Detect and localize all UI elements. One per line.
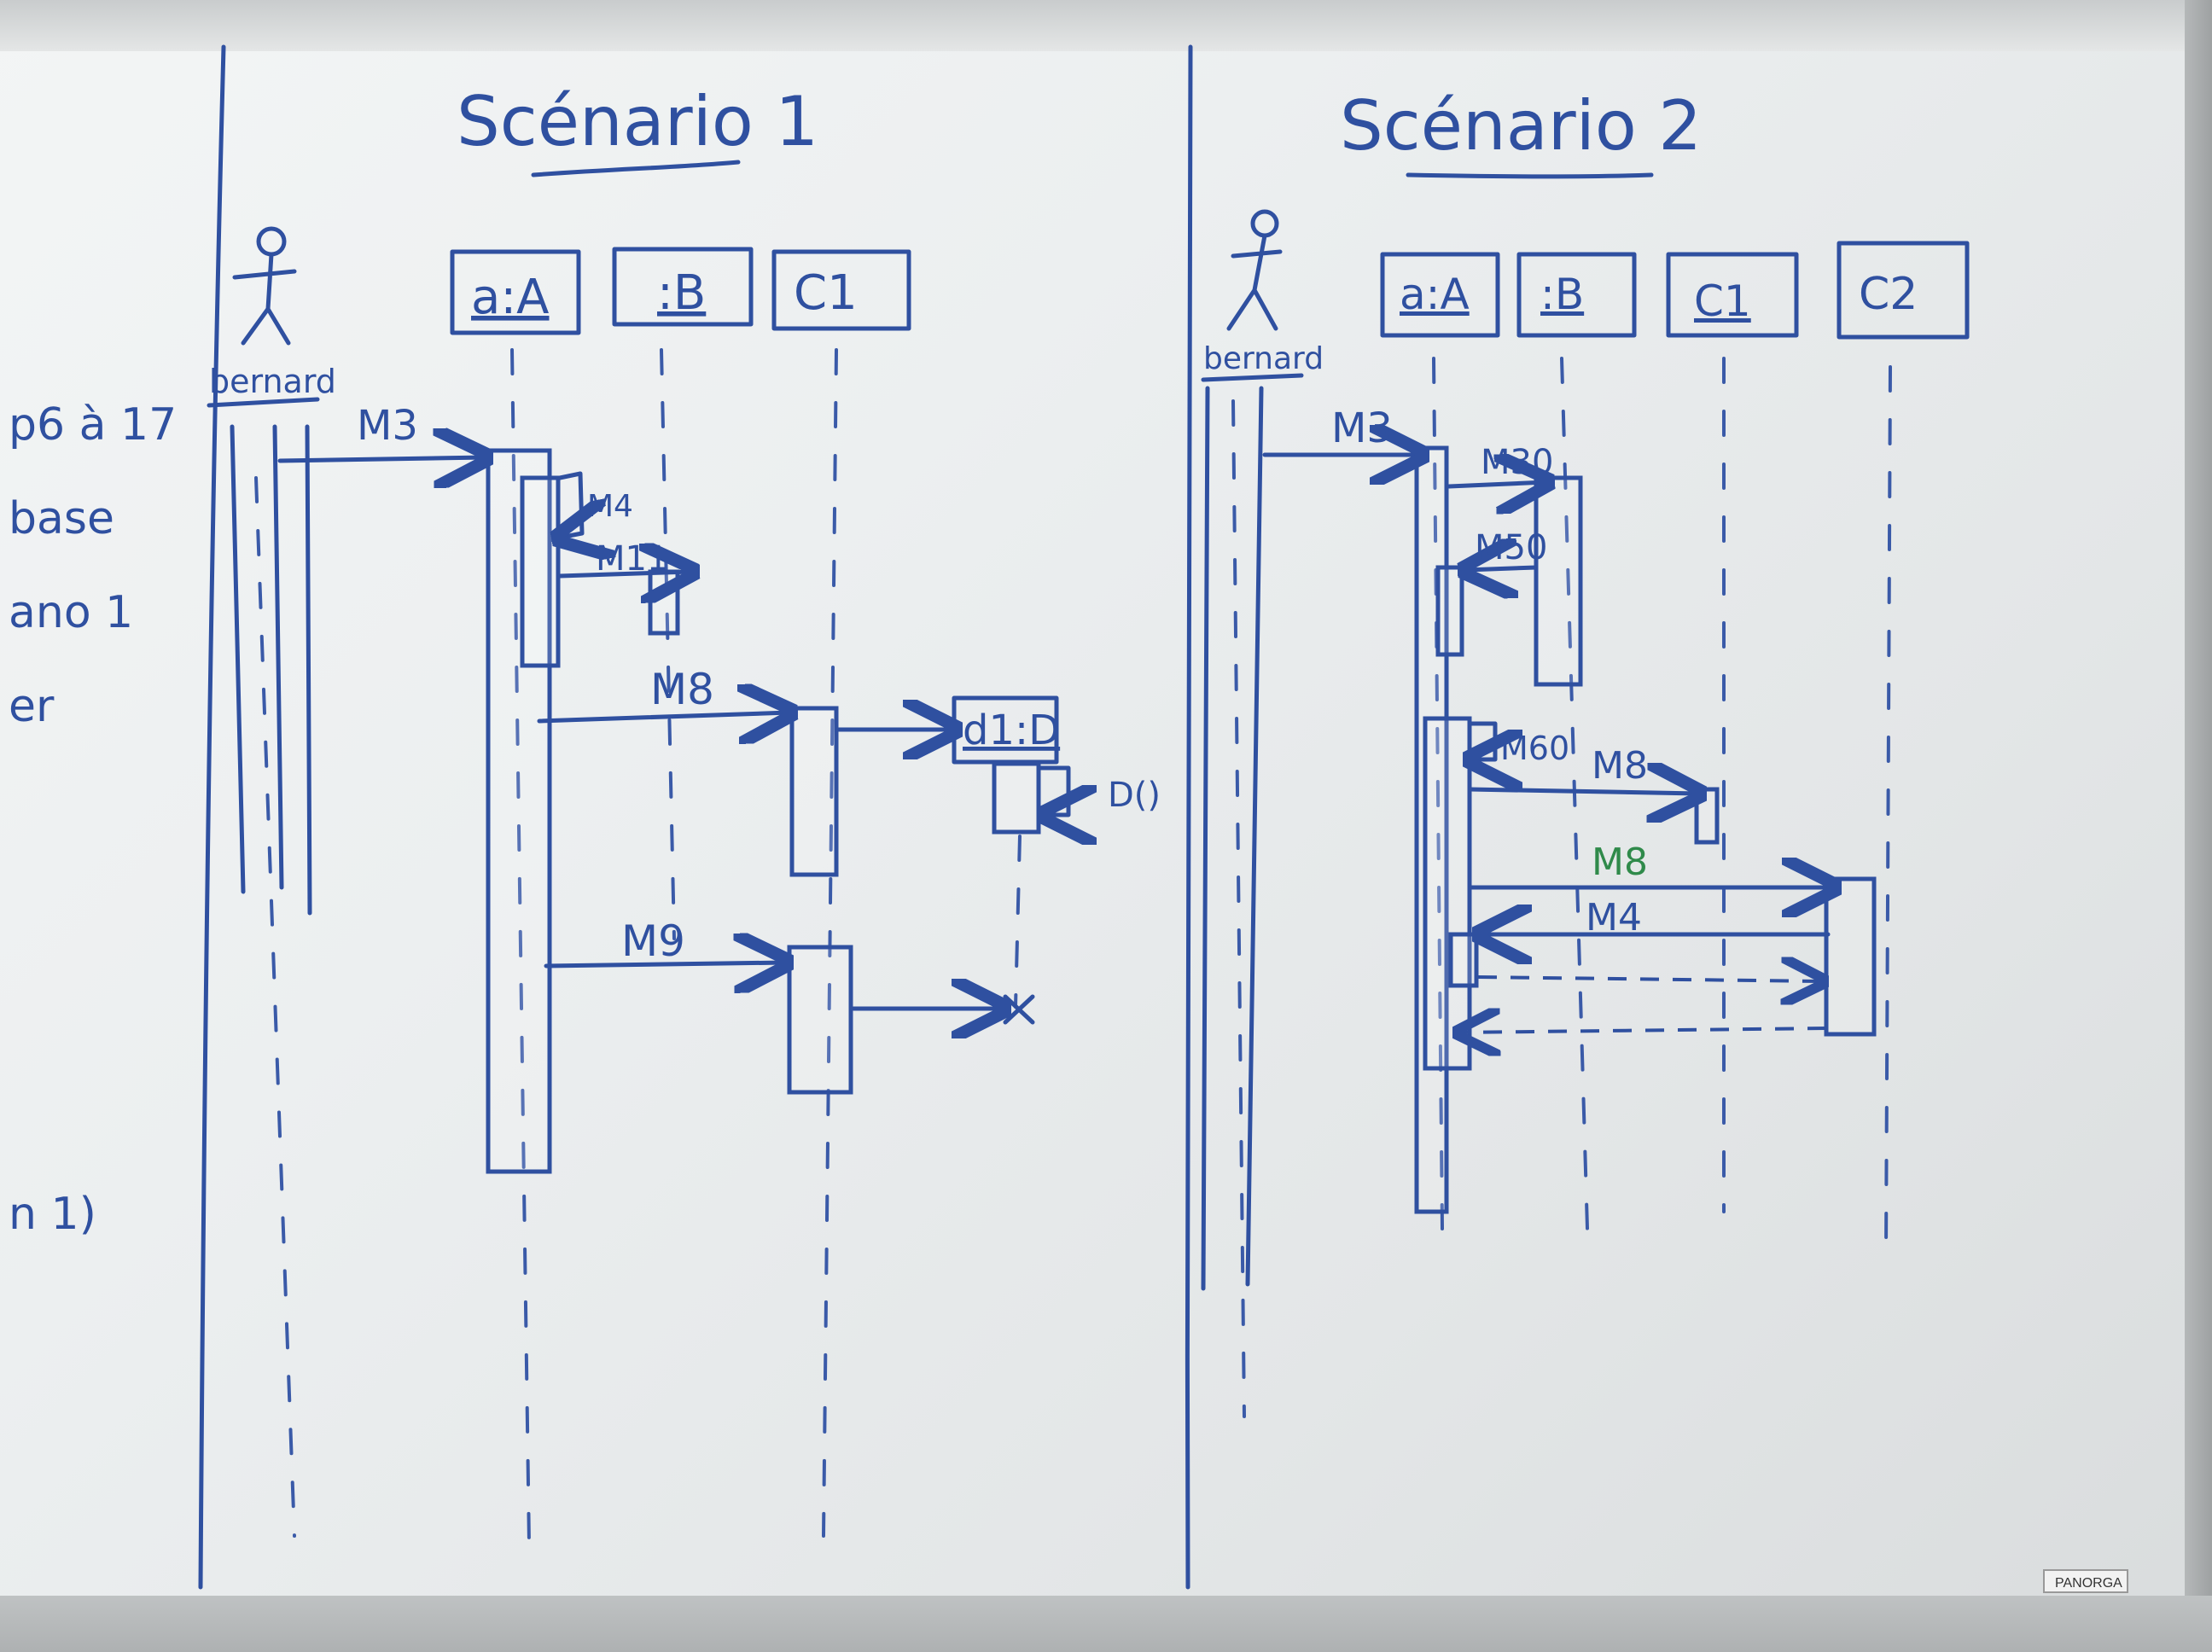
scenario2-actor-icon — [1226, 209, 1283, 331]
scenario2-return-1 — [1477, 977, 1822, 981]
svg-text:M8: M8 — [1592, 744, 1648, 788]
scenario2-actor-label: bernard — [1203, 341, 1324, 376]
scenario2-message-M60 — [1470, 721, 1495, 759]
svg-text:M4: M4 — [1586, 896, 1642, 939]
left-note-2: base — [9, 493, 114, 544]
scenario2-object-C2: C2 — [1859, 269, 1918, 320]
scenario1-message-M4 — [560, 471, 582, 538]
left-note-3: ano 1 — [9, 587, 133, 638]
scenario2-message-M30 — [1447, 482, 1546, 486]
scenario1-object-C1: C1 — [794, 265, 858, 321]
scenario1-message-M3 — [277, 457, 485, 461]
svg-text:M4: M4 — [587, 489, 633, 524]
scenario1-actor-activation — [230, 424, 312, 916]
whiteboard-right-frame — [2185, 0, 2212, 1652]
scenario1-title: Scénario 1 — [457, 82, 818, 161]
whiteboard-top-frame — [0, 0, 2212, 51]
scenario1-note-D: D() — [1108, 776, 1161, 815]
scenario1-diagram: Scénario 1 bernard a:A :B C1 M3 M4 — [207, 82, 1161, 1546]
scenario2-title-underline — [1406, 172, 1654, 179]
svg-text:M8: M8 — [650, 665, 714, 714]
scenario1-message-M9 — [544, 963, 785, 966]
scenario1-object-B: :B — [657, 265, 706, 321]
scenario2-object-aA: a:A — [1400, 270, 1470, 319]
svg-text:M11: M11 — [596, 539, 668, 579]
scenario1-object-d1D: d1:D — [963, 707, 1060, 754]
scenario1-actor-icon — [232, 226, 297, 346]
scenario2-object-C1: C1 — [1694, 276, 1751, 326]
left-note-1: p6 à 17 — [9, 399, 177, 451]
center-divider-line — [1185, 44, 1193, 1590]
left-note-4: er — [9, 681, 55, 732]
scenario2-diagram: Scénario 2 bernard a:A :B C1 C2 — [1201, 86, 1970, 1418]
svg-text:M60: M60 — [1500, 730, 1569, 767]
svg-text:M30: M30 — [1481, 443, 1553, 482]
scenario1-message-M8 — [537, 713, 789, 721]
svg-text:M50: M50 — [1475, 528, 1547, 567]
whiteboard-marker-tray — [0, 1596, 2212, 1652]
scenario2-message-M8 — [1467, 789, 1698, 794]
scenario1-message-M11 — [557, 572, 691, 576]
scenario1-object-aA: a:A — [471, 270, 550, 325]
left-note-5: n 1) — [9, 1189, 96, 1240]
scenario2-return-2 — [1459, 1028, 1827, 1032]
scenario1-title-underline — [531, 160, 741, 177]
svg-text:M9: M9 — [621, 916, 685, 966]
scenario1-actor-label: bernard — [209, 363, 336, 400]
scenario2-message-M50 — [1466, 567, 1539, 570]
board-brand-label: PANORGA — [2055, 1576, 2122, 1591]
left-divider-line — [198, 44, 226, 1590]
scenario1-destroy-icon — [1003, 994, 1035, 1025]
scenario2-title: Scénario 2 — [1340, 86, 1702, 166]
svg-text:M3: M3 — [357, 402, 418, 450]
scenario2-object-B: :B — [1540, 270, 1584, 319]
scenario2-actor-activation — [1201, 386, 1264, 1291]
svg-text:M3: M3 — [1331, 404, 1393, 452]
svg-text:M8: M8 — [1592, 841, 1648, 884]
